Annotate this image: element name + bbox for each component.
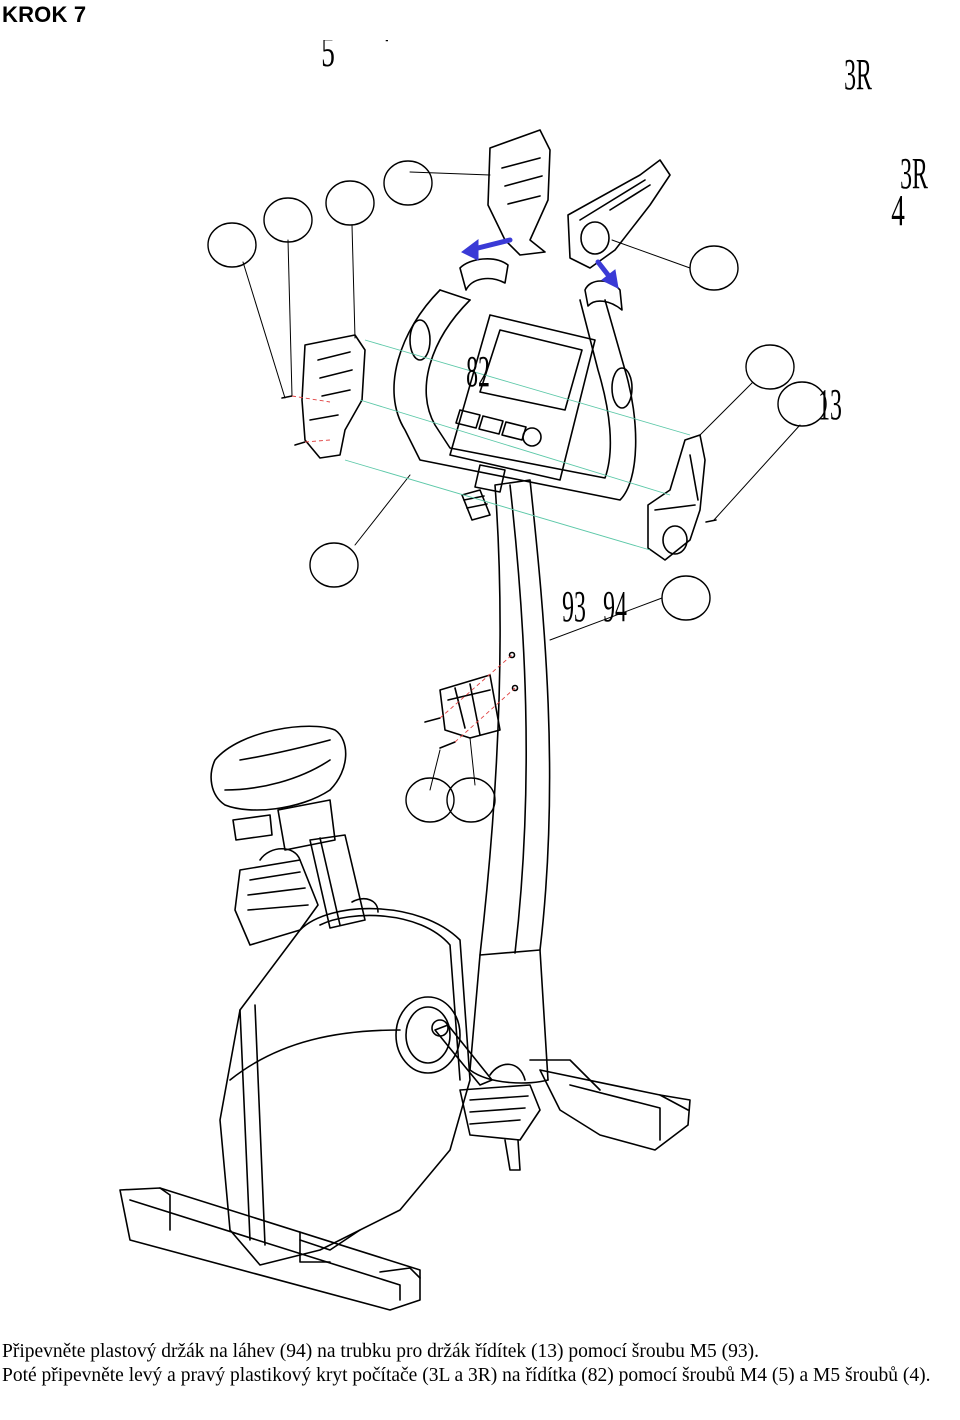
callout-3R-top: 3R bbox=[844, 49, 872, 99]
adjustment-knob bbox=[461, 489, 491, 521]
callout-3R-right: 3R bbox=[900, 148, 928, 198]
step-title: KROK 7 bbox=[2, 2, 87, 27]
callout-82: 82 bbox=[466, 346, 490, 396]
rear-stabilizer bbox=[119, 1187, 421, 1311]
instruction-line-2: Poté připevněte levý a pravý plastikový … bbox=[2, 1364, 931, 1386]
callout-5: 5 bbox=[321, 40, 335, 76]
handlebar bbox=[393, 258, 637, 501]
bottle-holder bbox=[439, 674, 501, 739]
left-cover-exploded bbox=[487, 129, 551, 256]
crank-cover bbox=[395, 996, 461, 1074]
direction-arrows bbox=[461, 237, 619, 289]
pedal-crank bbox=[431, 1019, 541, 1171]
callout-4-left: 4 bbox=[377, 40, 391, 51]
screws-left bbox=[281, 395, 306, 446]
callout-93: 93 bbox=[562, 581, 586, 631]
right-computer-cover bbox=[647, 434, 706, 561]
alignment-guides bbox=[344, 339, 691, 551]
callout-4-right: 4 bbox=[891, 185, 905, 234]
handlebar-support-tube bbox=[469, 479, 601, 1091]
screw-right bbox=[705, 519, 717, 523]
callout-94: 94 bbox=[603, 581, 627, 631]
main-frame-shroud bbox=[219, 907, 471, 1266]
exercise-bike-assembly-diagram: 5 4 3L 3L 3R 3R 4 82 13 93 94 bbox=[119, 40, 928, 1311]
console bbox=[449, 314, 596, 493]
bottle-holder-screws bbox=[424, 651, 519, 749]
instructions: Připevněte plastový držák na láhev (94) … bbox=[2, 1340, 958, 1387]
callout-leaders bbox=[242, 171, 801, 791]
callout-circles bbox=[207, 160, 827, 823]
screw-paths bbox=[291, 395, 516, 743]
instruction-line-1: Připevněte plastový držák na láhev (94) … bbox=[2, 1341, 760, 1362]
right-cover-exploded bbox=[567, 159, 671, 269]
callout-13: 13 bbox=[818, 379, 842, 429]
front-stabilizer bbox=[539, 1069, 691, 1151]
left-pedal bbox=[234, 847, 319, 946]
seat-assembly bbox=[210, 725, 379, 929]
left-computer-cover bbox=[301, 334, 366, 459]
